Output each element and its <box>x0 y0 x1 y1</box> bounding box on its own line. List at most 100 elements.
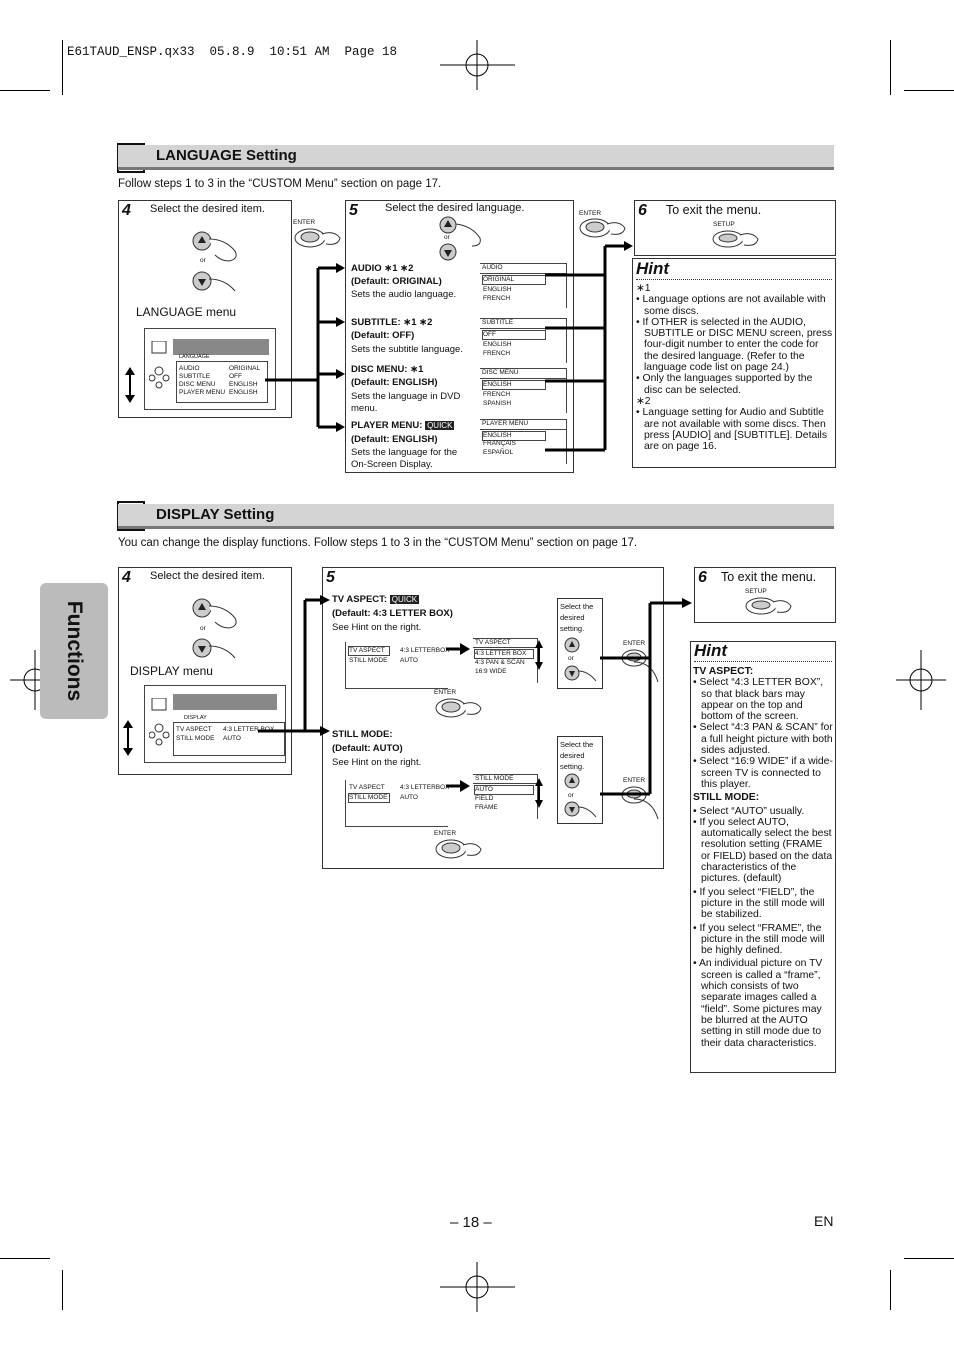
still-mode-label: STILL MODE: <box>332 729 393 740</box>
hint-line: • If you select “FIELD”, the picture in … <box>693 886 825 921</box>
hint-body: ∗1 • Language options are not available … <box>636 283 833 452</box>
hint-line: • Select “4:3 PAN & SCAN” for a full hei… <box>693 722 833 757</box>
step-number: 5 <box>326 569 335 586</box>
still-mode-default: (Default: AUTO) <box>332 743 403 754</box>
hint-line: ∗1 <box>636 283 651 294</box>
hint-line: • Language options are not available wit… <box>636 294 826 317</box>
osd-option: FRENCH <box>483 350 511 357</box>
osd-title: PLAYER MENU <box>482 420 529 427</box>
subtitle-osd: SUBTITLE OFF ENGLISH FRENCH <box>480 318 567 363</box>
osd-title: DISPLAY <box>184 715 207 721</box>
step-number: 6 <box>638 202 647 219</box>
osd-option: ENGLISH <box>482 431 546 441</box>
still-mode-osd: TV ASPECT 4:3 LETTERBOX STILL MODE AUTO <box>345 780 450 827</box>
menu-label: DISPLAY menu <box>130 664 213 678</box>
tv-aspect-label: TV ASPECT: QUICK <box>332 594 420 605</box>
osd-option: ORIGINAL <box>482 275 546 285</box>
audio-desc: Sets the audio language. <box>351 289 457 300</box>
hint-title: Hint <box>694 641 728 660</box>
hint-display-box: Hint TV ASPECT: • Select “4:3 LETTER BOX… <box>690 641 836 1073</box>
hint-line: • Only the languages supported by the di… <box>636 373 813 396</box>
enter-button-icon <box>621 649 659 683</box>
player-menu-default: (Default: ENGLISH) <box>351 434 438 445</box>
select-box: Select the desired setting. or <box>557 736 603 824</box>
osd-title: LANGUAGE <box>179 354 210 360</box>
osd-option: ENGLISH <box>483 341 512 348</box>
osd-title: STILL MODE <box>475 775 514 782</box>
setup-button-icon <box>745 597 792 615</box>
osd-value: AUTO <box>400 794 418 801</box>
up-down-buttons-icon <box>564 773 597 818</box>
audio-default: (Default: ORIGINAL) <box>351 276 442 287</box>
still-mode-popup: STILL MODE AUTO FIELD FRAME <box>473 774 538 819</box>
section-b-title: DISPLAY Setting <box>156 506 275 523</box>
crop-mark <box>904 90 954 91</box>
osd-option: ENGLISH <box>482 380 546 390</box>
menu-icons-row <box>173 339 269 355</box>
step-text: To exit the menu. <box>666 203 762 217</box>
or-label: or <box>200 257 206 264</box>
still-mode-see: See Hint on the right. <box>332 757 422 768</box>
crop-mark <box>0 90 50 91</box>
osd-option: FRENCH <box>483 391 511 398</box>
enter-label: ENTER <box>434 830 457 837</box>
side-tab-label: Functions <box>63 600 86 702</box>
up-down-buttons-icon <box>192 598 237 659</box>
hint-line: • If you select “FRAME”, the picture in … <box>693 922 825 957</box>
disc-menu-label: DISC MENU: ∗1 <box>351 364 424 375</box>
player-menu-label: PLAYER MENU: QUICK <box>351 420 455 431</box>
hint-title: Hint <box>636 259 670 278</box>
up-down-arrow-icon <box>123 720 133 756</box>
step6-language-box: 6 To exit the menu. SETUP <box>634 200 836 256</box>
or-label: or <box>200 625 206 632</box>
enter-button-icon <box>621 786 659 820</box>
enter-label: ENTER <box>293 219 316 226</box>
or-label: or <box>444 234 450 241</box>
select-text: Select the desired setting. <box>560 740 594 771</box>
subtitle-label: SUBTITLE: ∗1 ∗2 <box>351 317 433 328</box>
hint-line: • Select “4:3 LETTER BOX”, so that black… <box>693 677 824 723</box>
select-box: Select the desired setting. or <box>557 598 603 689</box>
step-text: To exit the menu. <box>721 570 817 584</box>
up-down-buttons-icon <box>439 216 481 261</box>
setup-button-icon <box>712 230 759 248</box>
osd-value: AUTO <box>400 657 418 664</box>
osd-title: DISC MENU <box>482 369 519 376</box>
section-a-intro: Follow steps 1 to 3 in the “CUSTOM Menu”… <box>118 178 442 190</box>
step-number: 5 <box>349 202 358 219</box>
hint-line: • If OTHER is selected in the AUDIO, SUB… <box>636 316 833 374</box>
tv-aspect-default: (Default: 4:3 LETTER BOX) <box>332 608 453 619</box>
registration-mark-icon <box>896 650 946 710</box>
setup-label: SETUP <box>713 221 735 228</box>
step4-language-box: 4 Select the desired item. or LANGUAGE m… <box>118 200 292 418</box>
osd-option: ENGLISH <box>483 286 512 293</box>
hint-line: • Select “AUTO” usually. <box>693 805 805 817</box>
menu-label: LANGUAGE menu <box>136 305 237 319</box>
disc-menu-default: (Default: ENGLISH) <box>351 377 438 388</box>
osd-title: SUBTITLE <box>482 319 514 326</box>
osd-option: FRENCH <box>483 295 511 302</box>
select-text: Select the desired setting. <box>560 602 594 633</box>
osd-option: SPANISH <box>483 400 512 407</box>
step-number: 6 <box>698 569 707 586</box>
tv-aspect-osd: TV ASPECT 4:3 LETTERBOX STILL MODE AUTO <box>345 642 450 689</box>
enter-label: ENTER <box>579 210 602 217</box>
audio-osd: AUDIO ORIGINAL ENGLISH FRENCH <box>480 263 567 308</box>
registration-mark-icon <box>440 40 515 90</box>
osd-title: TV ASPECT <box>475 639 511 646</box>
osd-option: FRAME <box>475 804 498 811</box>
subtitle-default: (Default: OFF) <box>351 330 415 341</box>
step5-language-box: 5 Select the desired language. or AUDIO … <box>345 200 574 473</box>
step6-display-box: 6 To exit the menu. SETUP <box>694 567 836 623</box>
osd-option: ESPAÑOL <box>483 449 514 456</box>
hint-line: • An individual picture on TV screen is … <box>693 958 823 1049</box>
step5-display-box: 5 TV ASPECT: QUICK (Default: 4:3 LETTER … <box>322 567 664 869</box>
disc-menu-osd: DISC MENU ENGLISH FRENCH SPANISH <box>480 368 567 413</box>
or-label: or <box>568 792 574 799</box>
player-menu-desc: Sets the language for the On-Screen Disp… <box>351 447 458 470</box>
